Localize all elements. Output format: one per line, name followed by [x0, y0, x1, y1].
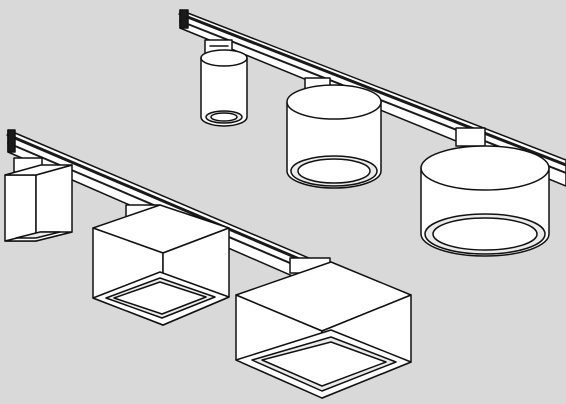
large-square-downlight	[235, 261, 412, 399]
large-cylinder-downlight	[420, 145, 550, 257]
medium-square-downlight	[92, 204, 230, 326]
medium-cylinder-downlight	[286, 84, 382, 189]
small-square-spotlight	[4, 164, 73, 242]
adapter-large-cylinder	[455, 127, 486, 147]
small-cylinder-spotlight	[200, 49, 248, 127]
